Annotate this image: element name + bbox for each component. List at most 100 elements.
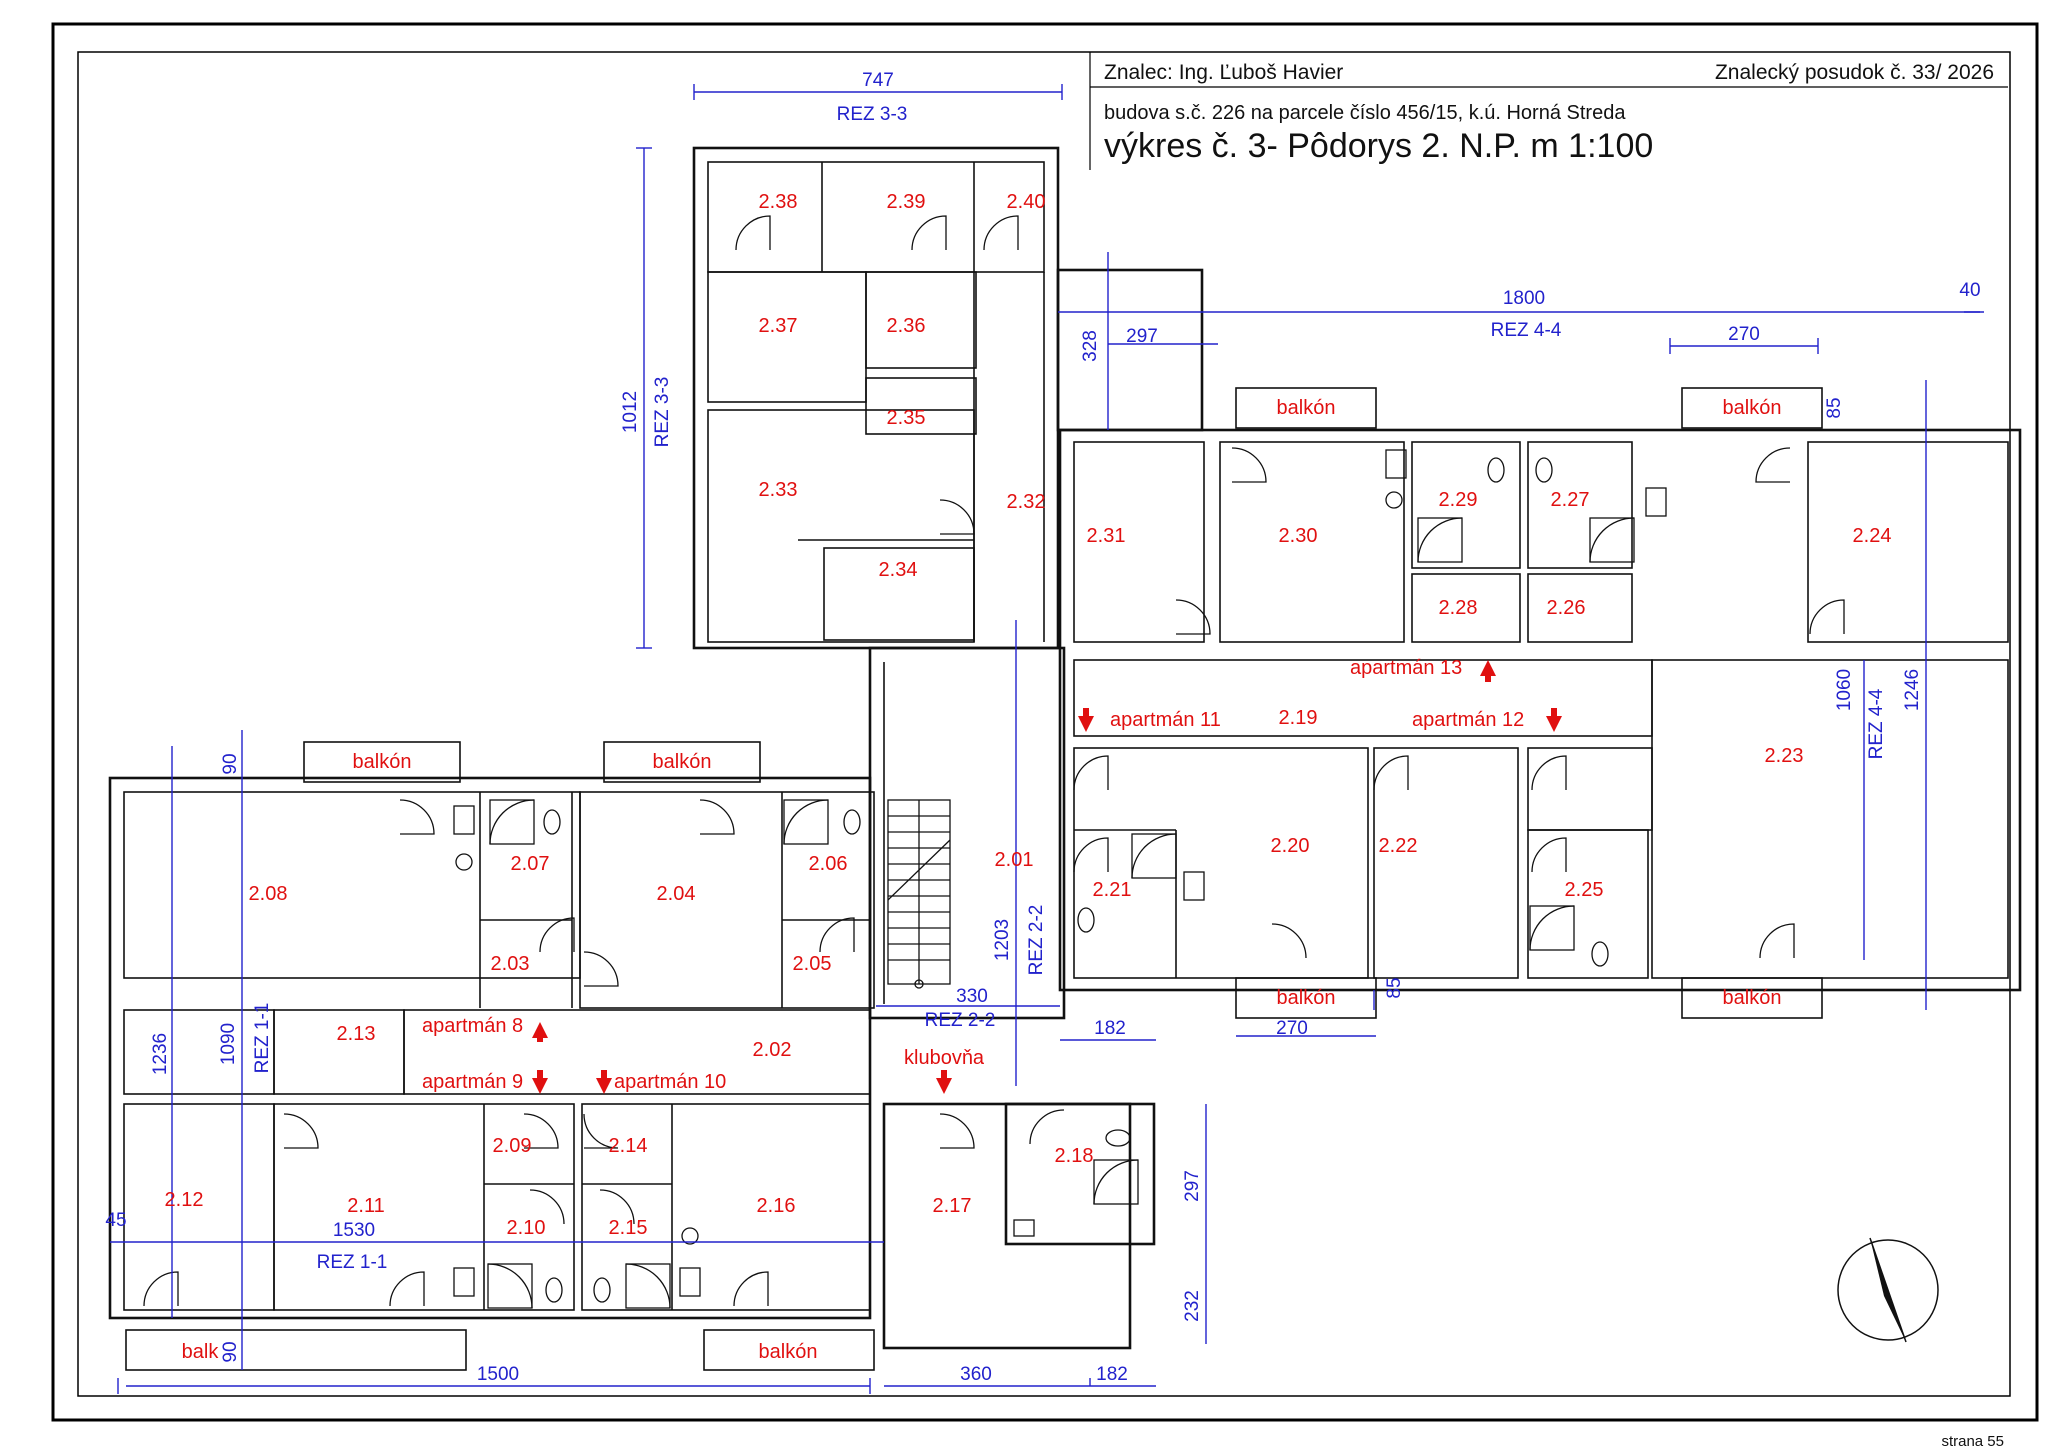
room-2-10: 2.10 bbox=[507, 1217, 546, 1239]
dim-1060: 1060 bbox=[1834, 669, 1855, 711]
room-2-08: 2.08 bbox=[249, 883, 288, 905]
room-2-28: 2.28 bbox=[1439, 597, 1478, 619]
room-2-13: 2.13 bbox=[337, 1023, 376, 1045]
room-2-34: 2.34 bbox=[879, 559, 918, 581]
room-2-09: 2.09 bbox=[493, 1135, 532, 1157]
dim-360: 360 bbox=[960, 1364, 992, 1385]
apartment-12-label: apartmán 12 bbox=[1412, 709, 1524, 731]
room-2-12: 2.12 bbox=[165, 1189, 204, 1211]
apartment-labels: apartmán 8 apartmán 9 apartmán 10 apartm… bbox=[422, 657, 1562, 1094]
apartment-11-label: apartmán 11 bbox=[1110, 709, 1221, 731]
room-2-04: 2.04 bbox=[657, 883, 696, 905]
room-2-17: 2.17 bbox=[933, 1195, 972, 1217]
dim-297-top: 297 bbox=[1126, 326, 1158, 347]
apartment-13-label: apartmán 13 bbox=[1350, 657, 1462, 679]
section-2-2-label: REZ 2-2 bbox=[925, 1010, 996, 1031]
apartment-9-label: apartmán 9 bbox=[422, 1071, 523, 1093]
balconies bbox=[125, 387, 1823, 1371]
room-2-11: 2.11 bbox=[347, 1195, 384, 1217]
drawing-title: výkres č. 3- Pôdorys 2. N.P. m 1:100 bbox=[1104, 127, 1653, 165]
room-2-36: 2.36 bbox=[887, 315, 926, 337]
balcony-label-short: balk bbox=[182, 1341, 220, 1363]
dim-85-top: 85 bbox=[1824, 397, 1845, 418]
klubovna-label: klubovňa bbox=[904, 1047, 985, 1069]
walls bbox=[108, 146, 2022, 1350]
room-2-31: 2.31 bbox=[1087, 525, 1126, 547]
dim-1236: 1236 bbox=[150, 1033, 171, 1075]
dim-45: 45 bbox=[105, 1210, 126, 1231]
room-2-37: 2.37 bbox=[759, 315, 798, 337]
room-2-40: 2.40 bbox=[1007, 191, 1046, 213]
sanitary-fixtures bbox=[453, 449, 1667, 1309]
balcony-label: balkón bbox=[1723, 987, 1782, 1009]
report-number: Znalecký posudok č. 33/ 2026 bbox=[1715, 61, 1994, 84]
building-info: budova s.č. 226 na parcele číslo 456/15,… bbox=[1104, 102, 1626, 124]
section-1-1-vertical-label: REZ 1-1 bbox=[252, 1003, 273, 1074]
arrow-down-icon bbox=[532, 1078, 548, 1094]
room-2-35: 2.35 bbox=[887, 407, 926, 429]
dim-40: 40 bbox=[1959, 280, 1980, 301]
room-2-06: 2.06 bbox=[809, 853, 848, 875]
balcony-label: balkón bbox=[759, 1341, 818, 1363]
dim-747: 747 bbox=[862, 70, 894, 91]
arrow-up-icon bbox=[1480, 660, 1496, 676]
dim-85-bottom: 85 bbox=[1384, 977, 1405, 998]
outer-frame bbox=[51, 22, 2039, 1422]
room-labels: 2.38 2.39 2.40 2.37 2.36 2.35 2.33 2.32 … bbox=[165, 191, 1892, 1239]
dim-182-middle: 182 bbox=[1094, 1018, 1126, 1039]
inner-frame bbox=[77, 51, 2011, 1397]
room-2-25: 2.25 bbox=[1565, 879, 1604, 901]
balcony-labels: balkón balkón balkón balkón balkón balkó… bbox=[182, 397, 1782, 1363]
room-2-14: 2.14 bbox=[609, 1135, 648, 1157]
room-2-01: 2.01 bbox=[995, 849, 1034, 871]
dimension-lines bbox=[110, 84, 1984, 1394]
dim-1203: 1203 bbox=[992, 919, 1013, 961]
room-2-30: 2.30 bbox=[1279, 525, 1318, 547]
room-2-26: 2.26 bbox=[1547, 597, 1586, 619]
balcony-label: balkón bbox=[653, 751, 712, 773]
balcony-label: balkón bbox=[1277, 397, 1336, 419]
room-2-02: 2.02 bbox=[753, 1039, 792, 1061]
arrow-up-icon bbox=[532, 1022, 548, 1038]
room-2-20: 2.20 bbox=[1271, 835, 1310, 857]
dim-1012: 1012 bbox=[620, 391, 641, 433]
arrow-down-icon bbox=[1546, 716, 1562, 732]
room-2-33: 2.33 bbox=[759, 479, 798, 501]
dim-1500: 1500 bbox=[477, 1364, 519, 1385]
page-number: strana 55 bbox=[1941, 1433, 2004, 1450]
dim-182-bottom: 182 bbox=[1096, 1364, 1128, 1385]
room-2-18: 2.18 bbox=[1055, 1145, 1094, 1167]
room-2-03: 2.03 bbox=[491, 953, 530, 975]
section-3-3-label: REZ 3-3 bbox=[837, 104, 908, 125]
apartment-10-label: apartmán 10 bbox=[614, 1071, 726, 1093]
room-2-32: 2.32 bbox=[1007, 491, 1046, 513]
dim-270-bottom: 270 bbox=[1276, 1018, 1308, 1039]
dim-1530: 1530 bbox=[333, 1220, 375, 1241]
room-2-38: 2.38 bbox=[759, 191, 798, 213]
room-2-16: 2.16 bbox=[757, 1195, 796, 1217]
dim-330: 330 bbox=[956, 986, 988, 1007]
section-2-2-vertical-label: REZ 2-2 bbox=[1026, 905, 1047, 976]
dim-1246: 1246 bbox=[1902, 669, 1923, 711]
dim-232: 232 bbox=[1182, 1290, 1203, 1322]
north-arrow-icon bbox=[1837, 1237, 1939, 1343]
room-2-23: 2.23 bbox=[1765, 745, 1804, 767]
dim-328: 328 bbox=[1080, 330, 1101, 362]
room-2-21: 2.21 bbox=[1093, 879, 1132, 901]
dim-1090: 1090 bbox=[218, 1023, 239, 1065]
section-1-1-label: REZ 1-1 bbox=[317, 1252, 388, 1273]
dim-90-bottom: 90 bbox=[220, 1341, 241, 1362]
dimension-texts: 747 REZ 3-3 1012 REZ 3-3 1800 REZ 4-4 40… bbox=[105, 70, 1980, 1385]
room-2-07: 2.07 bbox=[511, 853, 550, 875]
staircase bbox=[887, 799, 951, 989]
room-2-05: 2.05 bbox=[793, 953, 832, 975]
apartment-8-label: apartmán 8 bbox=[422, 1015, 523, 1037]
balcony-label: balkón bbox=[353, 751, 412, 773]
dim-297-right: 297 bbox=[1182, 1170, 1203, 1202]
room-2-15: 2.15 bbox=[609, 1217, 648, 1239]
room-2-27: 2.27 bbox=[1551, 489, 1590, 511]
arrow-down-icon bbox=[596, 1078, 612, 1094]
room-2-29: 2.29 bbox=[1439, 489, 1478, 511]
arrow-down-icon bbox=[936, 1078, 952, 1094]
